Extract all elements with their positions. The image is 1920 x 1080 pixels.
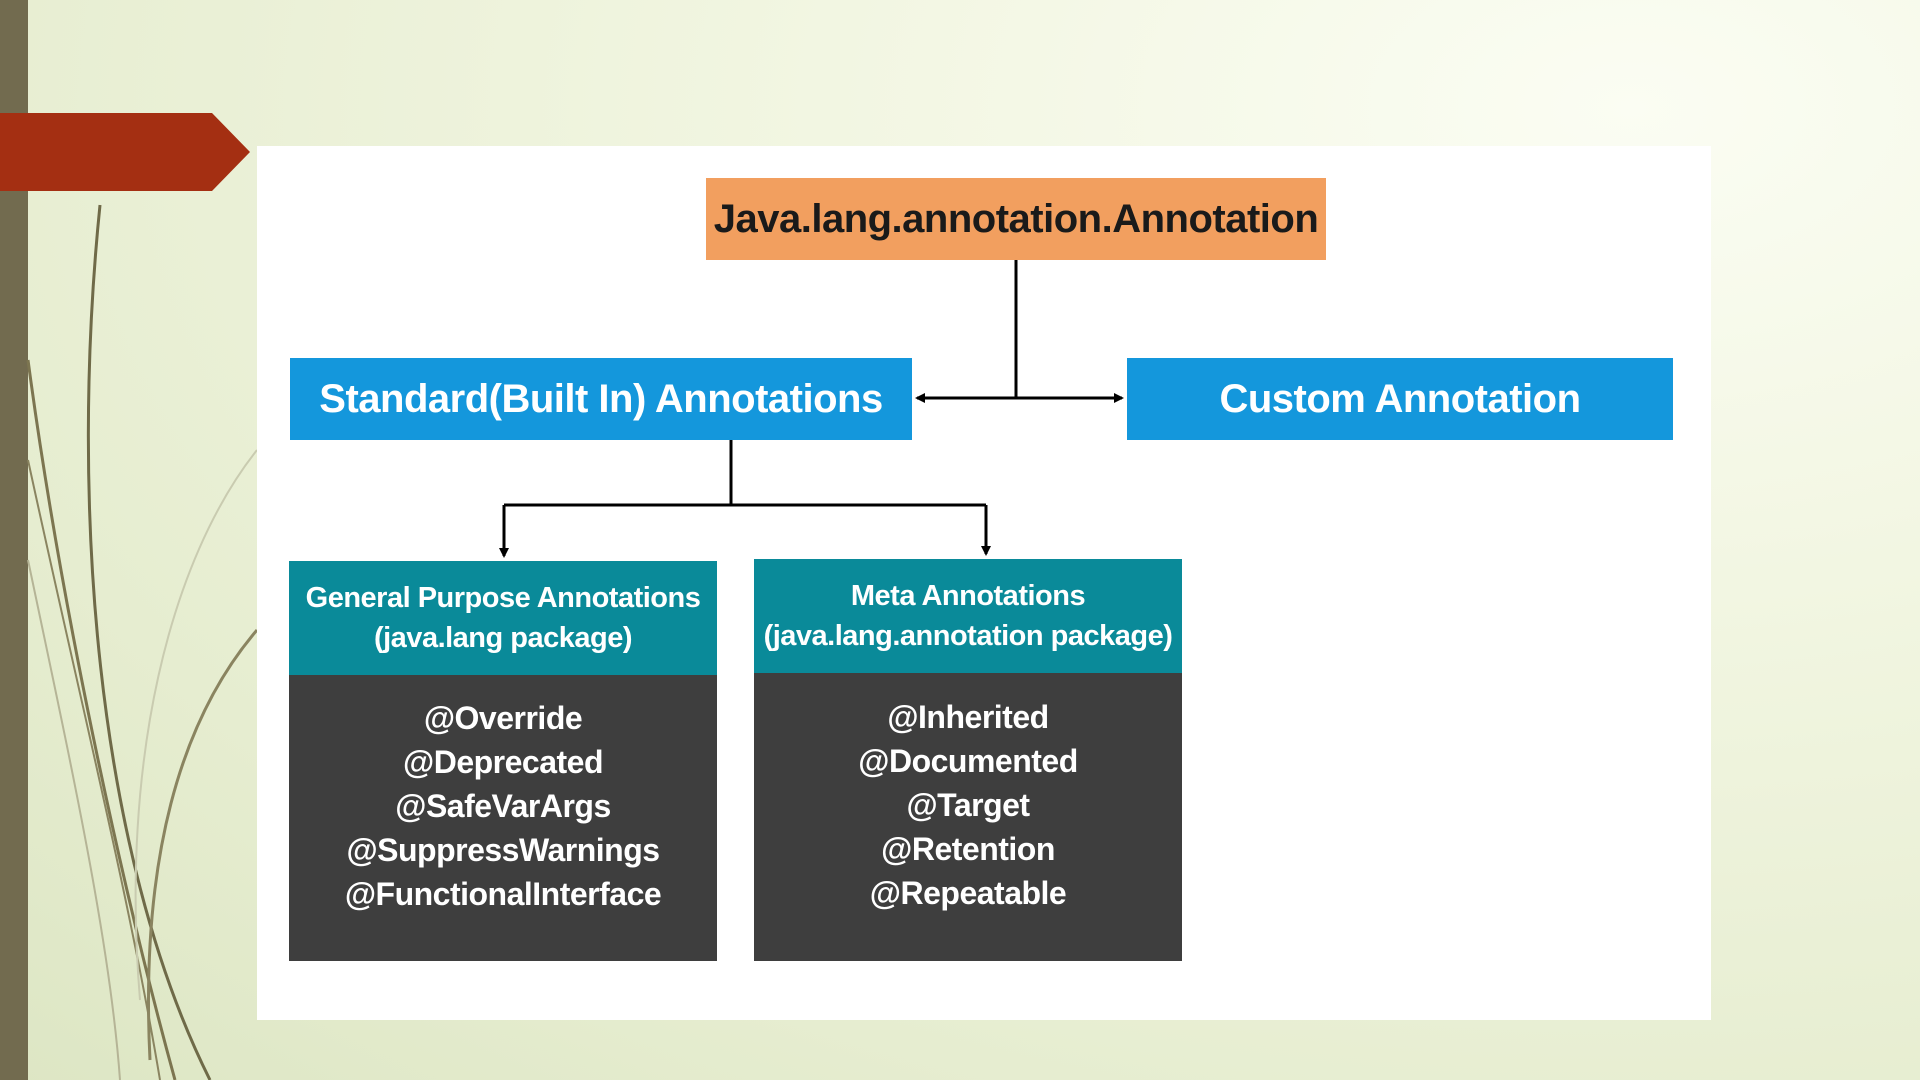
general-purpose-header: General Purpose Annotations (java.lang p… <box>289 561 717 675</box>
list-item: @Inherited <box>887 699 1049 735</box>
list-item: @Retention <box>881 831 1055 867</box>
list-item: @Repeatable <box>869 875 1067 911</box>
list-item: @Documented <box>858 743 1078 779</box>
root-annotation-label: Java.lang.annotation.Annotation <box>713 196 1319 241</box>
standard-annotations-label: Standard(Built In) Annotations <box>319 376 883 421</box>
list-item: @SafeVarArgs <box>395 788 611 824</box>
custom-annotation-box: Custom Annotation <box>1127 358 1673 440</box>
list-item: @Deprecated <box>403 744 604 780</box>
standard-annotations-box: Standard(Built In) Annotations <box>290 358 912 440</box>
meta-subtitle: (java.lang.annotation package) <box>763 620 1173 652</box>
list-item: @SuppressWarnings <box>346 832 660 868</box>
list-item: @FunctionalInterface <box>344 876 662 912</box>
meta-header: Meta Annotations (java.lang.annotation p… <box>754 559 1182 673</box>
meta-title: Meta Annotations <box>850 580 1086 612</box>
general-purpose-subtitle: (java.lang package) <box>373 622 633 654</box>
decorative-grass-curves <box>26 204 259 1080</box>
general-purpose-annotations-group: General Purpose Annotations (java.lang p… <box>289 561 717 961</box>
list-item: @Override <box>423 700 583 736</box>
custom-annotation-label: Custom Annotation <box>1219 376 1581 421</box>
list-item: @Target <box>906 787 1030 823</box>
meta-annotations-group: Meta Annotations (java.lang.annotation p… <box>754 559 1182 961</box>
general-purpose-list: @Override @Deprecated @SafeVarArgs @Supp… <box>289 675 717 961</box>
title-accent-arrow <box>0 113 250 191</box>
meta-list: @Inherited @Documented @Target @Retentio… <box>754 673 1182 961</box>
general-purpose-title: General Purpose Annotations <box>305 582 701 614</box>
diagram-connectors <box>499 260 1124 558</box>
diagram-canvas: Java.lang.annotation.Annotation Standard… <box>257 146 1711 1020</box>
root-annotation-box: Java.lang.annotation.Annotation <box>706 178 1326 260</box>
